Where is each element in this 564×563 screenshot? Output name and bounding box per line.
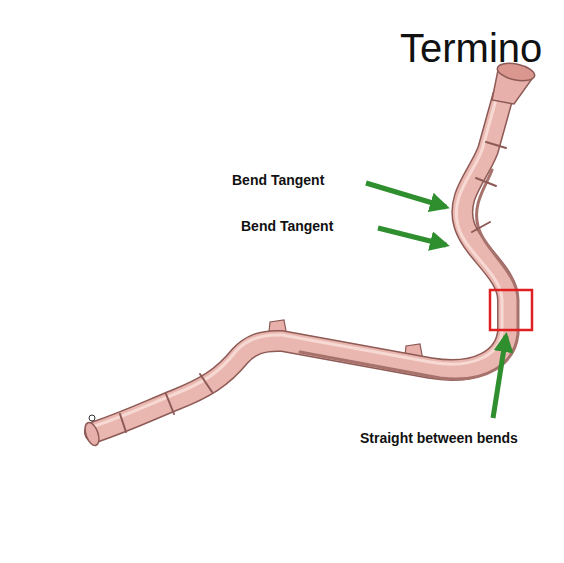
callout-label: Bend Tangent xyxy=(241,218,333,234)
leader-arrow xyxy=(493,336,506,418)
title: Termino xyxy=(400,26,542,71)
inlet-flange xyxy=(82,415,101,447)
leader-arrow xyxy=(378,228,446,245)
leader-arrow xyxy=(366,183,446,207)
callout-label: Straight between bends xyxy=(360,430,518,446)
highlight-box xyxy=(490,290,532,330)
callout-label: Bend Tangent xyxy=(232,172,324,188)
exhaust-pipe xyxy=(95,96,518,432)
